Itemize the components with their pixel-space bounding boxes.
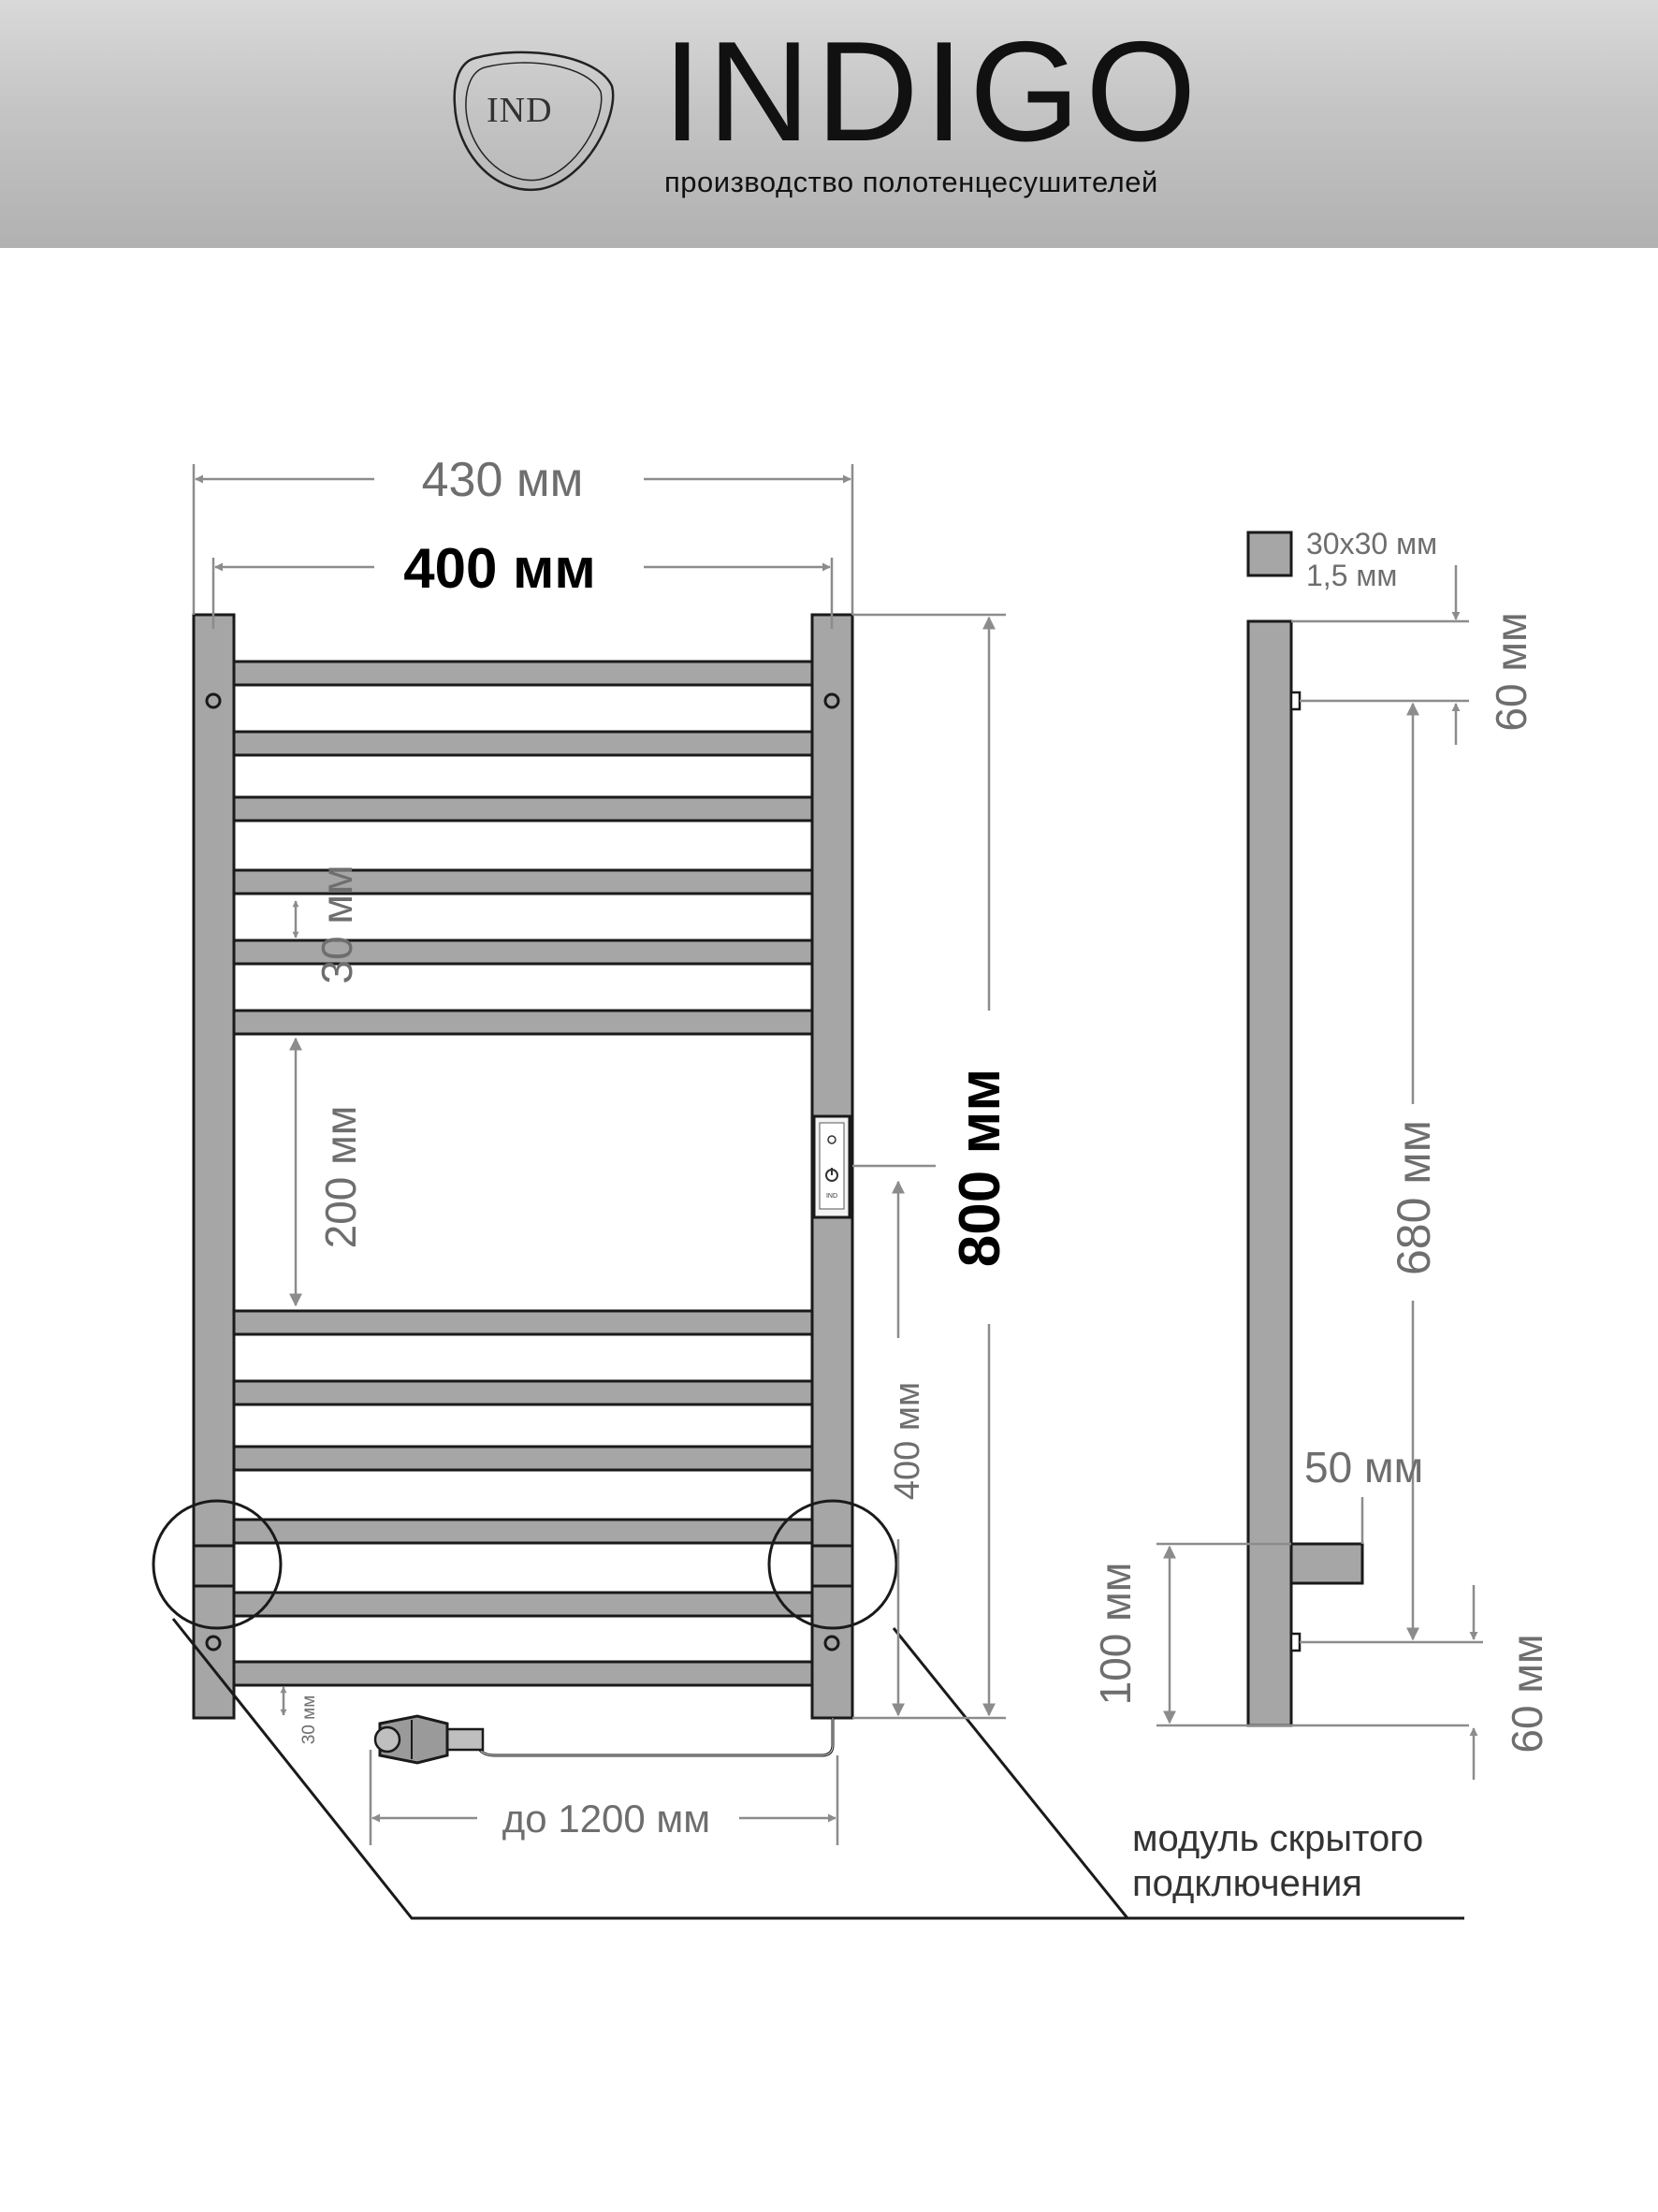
timer-icon — [827, 1135, 836, 1144]
profile-swatch — [1246, 531, 1293, 577]
wall-bracket — [1289, 691, 1302, 711]
detail-circle-left — [152, 1499, 283, 1630]
rail-bar — [232, 660, 814, 687]
panel-brand: IND — [826, 1193, 837, 1200]
control-panel: IND — [812, 1114, 851, 1219]
bottom-offset-label: 60 мм — [1503, 1634, 1551, 1753]
towel-rail-side-view — [1246, 531, 1364, 1727]
bottom-gap-label: 30 мм — [299, 1695, 319, 1745]
brand-name: INDIGO — [662, 12, 1202, 171]
brand-subtitle: производство полотенцесушителей — [664, 166, 1158, 198]
wall-thickness-label: 1,5 мм — [1306, 559, 1397, 592]
front-dimension-labels: 430 мм 400 мм 800 мм 30 мм 200 мм 400 мм… — [299, 453, 1423, 1904]
mount-hole — [823, 692, 840, 709]
outer-width-label: 430 мм — [422, 453, 584, 507]
cable-length-label: до 1200 мм — [502, 1797, 710, 1841]
logo-icon — [453, 51, 615, 192]
detail-circle-right — [767, 1499, 898, 1630]
logo-text: IND — [487, 91, 553, 130]
rail-bar — [232, 1591, 814, 1618]
brand-header: IND INDIGO производство полотенцесушител… — [0, 0, 1658, 248]
side-dimensions — [1156, 565, 1483, 1780]
rail-bar — [232, 1445, 814, 1472]
rail-bar — [232, 1660, 814, 1687]
top-offset-label: 60 мм — [1487, 612, 1535, 731]
rail-bar — [232, 795, 814, 822]
rail-bar — [232, 1009, 814, 1036]
side-post — [1246, 619, 1293, 1727]
power-cable — [373, 1714, 835, 1765]
rail-bar — [232, 1379, 814, 1406]
rail-bar — [232, 1309, 814, 1336]
mount-hole — [823, 1635, 840, 1652]
inner-width-label: 400 мм — [403, 537, 596, 600]
gap-label: 200 мм — [316, 1106, 365, 1249]
mount-distance-label: 680 мм — [1388, 1120, 1440, 1275]
floor-height-label: 100 мм — [1091, 1563, 1140, 1706]
rail-bar — [232, 1518, 814, 1545]
left-post — [192, 613, 236, 1720]
wall-distance-label: 50 мм — [1304, 1443, 1423, 1492]
wall-bracket — [1289, 1632, 1302, 1652]
rail-bar — [232, 730, 814, 757]
front-dimensions — [192, 464, 1006, 1845]
control-height-label: 400 мм — [888, 1382, 927, 1500]
annotation-line-1: модуль скрытого — [1132, 1818, 1423, 1859]
mount-hole — [205, 692, 222, 709]
side-dimension-labels: 30х30 мм 1,5 мм 60 мм 680 мм 50 мм 100 м… — [1091, 527, 1551, 1754]
side-connector — [1289, 1542, 1364, 1585]
profile-size-label: 30х30 мм — [1306, 527, 1437, 560]
callout-leader — [892, 1627, 1129, 1919]
mount-hole — [205, 1635, 222, 1652]
annotation-line-2: подключения — [1132, 1863, 1362, 1904]
total-height-label: 800 мм — [948, 1069, 1012, 1267]
towel-rail-front-view: IND — [152, 613, 1464, 1920]
callout-leader — [171, 1618, 1464, 1920]
plug-icon — [373, 1714, 485, 1765]
bar-spacing-label: 30 мм — [313, 865, 361, 983]
